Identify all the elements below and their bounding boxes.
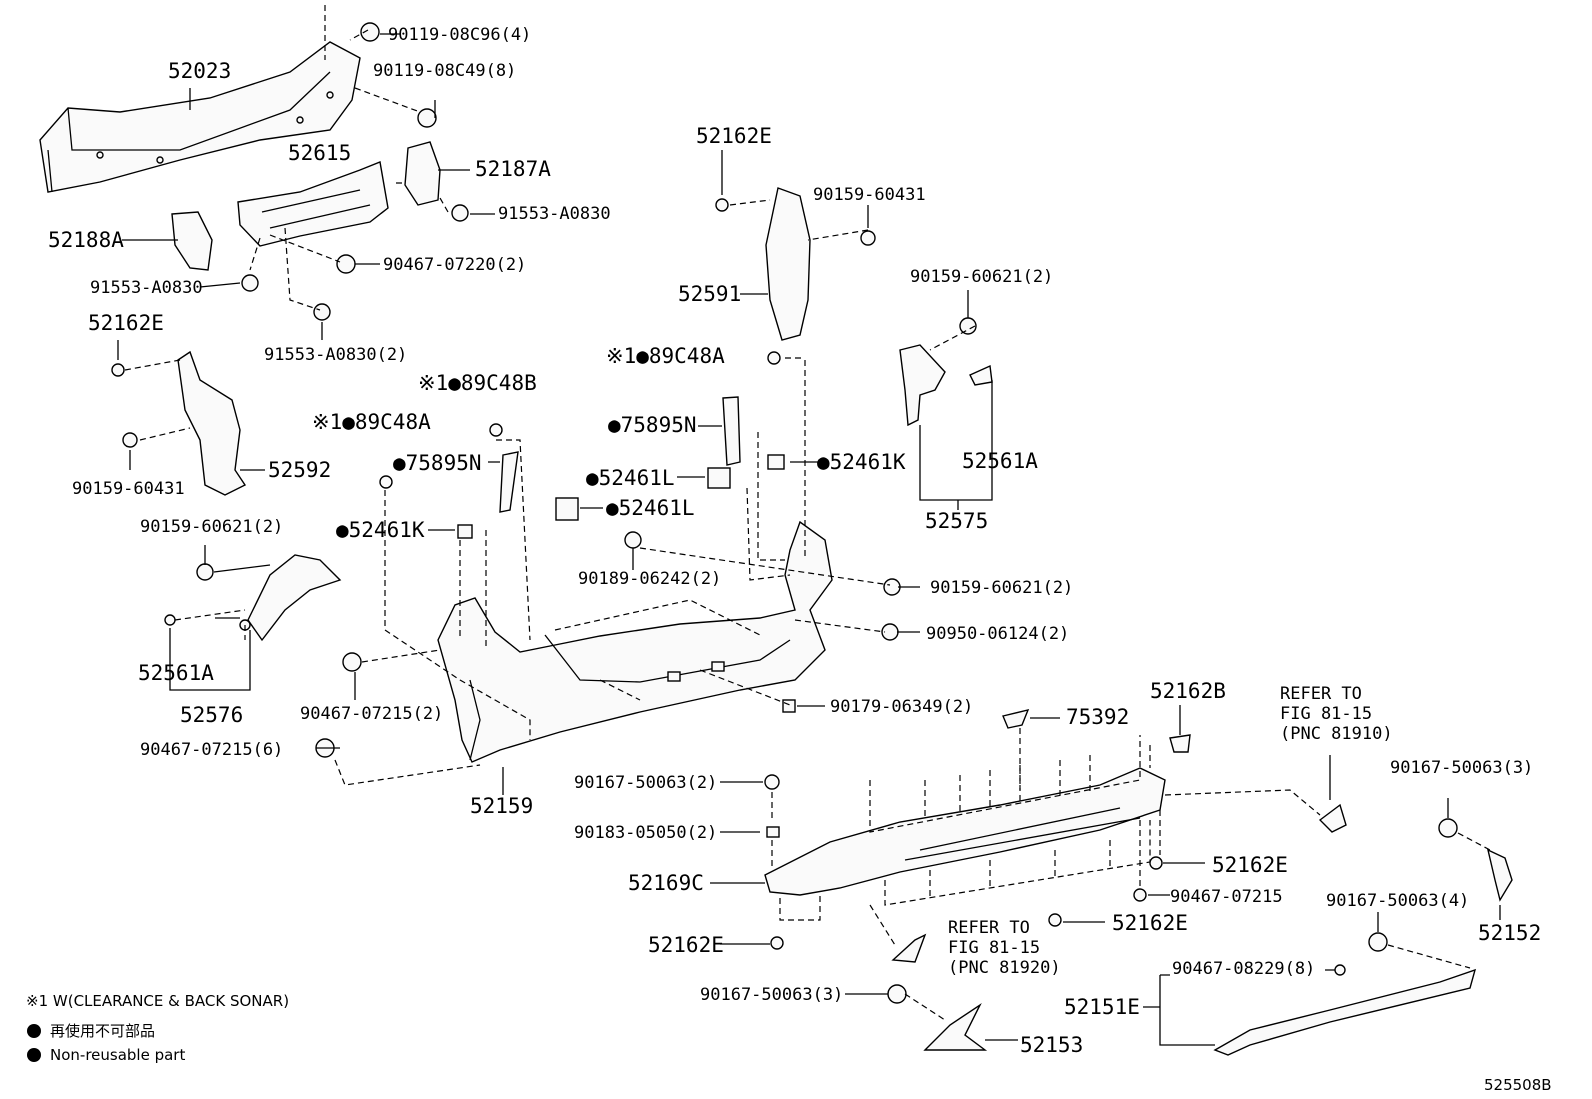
side-retainer-52591 [765,187,811,341]
label-refer-81920-line2: FIG 81-15 [948,938,1040,958]
pad-52461l-top [707,467,731,489]
label-90467-07215-right: 90467-07215 [1170,887,1283,907]
pad-52461k-left [457,524,473,539]
legend-bullet-jp [27,1024,41,1038]
label-91553-a0830-right: 91553-A0830 [498,204,611,224]
label-refer-81920-line3: (PNC 81920) [948,958,1061,978]
label-52591: 52591 [678,282,741,306]
label-52162e-top-left: 52162E [88,311,164,335]
label-90167-50063-3-right: 90167-50063(3) [1390,758,1533,778]
label-52162b: 52162B [1150,679,1226,703]
label-52615: 52615 [288,141,351,165]
label-75392: 75392 [1066,705,1129,729]
label-52152: 52152 [1478,921,1541,945]
label-91553-a0830-left: 91553-A0830 [90,278,203,298]
label-52461l-top: ●52461L [586,466,675,490]
label-90159-60621-mid: 90159-60621(2) [930,578,1073,598]
label-89c48a-right: ※1●89C48A [606,344,725,368]
bracket-52575 [899,344,946,427]
moulding-52152 [1486,848,1513,902]
label-91553-a0830-2: 91553-A0830(2) [264,345,407,365]
rear-bumper-reinforcement [39,41,361,193]
clip-75392 [1002,709,1030,729]
label-52561a-left: 52561A [138,661,214,685]
moulding-52151e [1213,968,1477,1056]
label-52461k-left: ●52461K [336,518,425,542]
tape-75895n-left [499,451,519,513]
label-52159: 52159 [470,794,533,818]
label-90167-50063-2: 90167-50063(2) [574,773,717,793]
label-52153: 52153 [1020,1033,1083,1057]
fasteners [111,22,1458,1004]
label-90467-07215-2: 90467-07215(2) [300,704,443,724]
label-90467-07220: 90467-07220(2) [383,255,526,275]
label-90159-60621-right: 90159-60621(2) [910,267,1053,287]
reflector-ref-81910 [1318,803,1347,833]
label-52162e-top: 52162E [696,124,772,148]
label-90159-60621-left: 90159-60621(2) [140,517,283,537]
leader-lines [117,5,1501,1046]
label-52575: 52575 [925,509,988,533]
footnote-clearance-sonar: ※1 W(CLEARANCE & BACK SONAR) [26,992,289,1010]
label-90119-08c96: 90119-08C96(4) [388,25,531,45]
label-89c48a-left: ※1●89C48A [312,410,431,434]
label-90183-05050: 90183-05050(2) [574,823,717,843]
bracket-52576 [247,554,342,642]
bracket-52188a [171,211,213,271]
label-refer-81910-line2: FIG 81-15 [1280,704,1372,724]
label-89c48b: ※1●89C48B [418,371,537,395]
label-52151e: 52151E [1064,995,1140,1019]
rear-bumper-cover [437,520,833,763]
bracket-52187a [404,141,441,206]
label-52162e-right-2: 52162E [1112,911,1188,935]
label-52461l-mid: ●52461L [606,496,695,520]
label-75895n-left: ●75895N [393,451,482,475]
reflector-ref-81920 [891,933,927,963]
tape-75895n-right [722,396,741,466]
label-90189-06242: 90189-06242(2) [578,569,721,589]
label-52169c: 52169C [628,871,704,895]
label-refer-81910-line3: (PNC 81910) [1280,724,1393,744]
moulding-52153 [923,1002,988,1051]
clip-52561a-right [969,364,993,386]
label-52162e-lower: 52162E [648,933,724,957]
label-52592: 52592 [268,458,331,482]
energy-absorber [237,161,389,247]
label-75895n-right: ●75895N [608,413,697,437]
label-90467-07215-6: 90467-07215(6) [140,740,283,760]
label-52561a-right: 52561A [962,449,1038,473]
diagram-id: 525508B [1484,1076,1552,1094]
label-52461k-right: ●52461K [817,450,906,474]
label-52023: 52023 [168,59,231,83]
label-52187a: 52187A [475,157,551,181]
label-52188a: 52188A [48,228,124,252]
pad-52461l-mid [555,497,579,521]
label-90159-60431-left: 90159-60431 [72,479,185,499]
label-90119-08c49: 90119-08C49(8) [373,61,516,81]
label-90167-50063-3-bottom: 90167-50063(3) [700,985,843,1005]
label-90950-06124: 90950-06124(2) [926,624,1069,644]
label-90159-60431-right: 90159-60431 [813,185,926,205]
side-retainer-52592 [177,350,247,496]
label-refer-81920-line1: REFER TO [948,918,1030,938]
label-90179-06349: 90179-06349(2) [830,697,973,717]
legend-bullet-en [27,1048,41,1062]
label-refer-81910-line1: REFER TO [1280,684,1362,704]
legend-non-reusable-jp: 再使用不可部品 [50,1022,155,1040]
label-90467-08229: 90467-08229(8) [1172,959,1315,979]
legend-non-reusable-en: Non-reusable part [50,1046,185,1064]
label-52576: 52576 [180,703,243,727]
label-52162e-right-1: 52162E [1212,853,1288,877]
label-90167-50063-4: 90167-50063(4) [1326,891,1469,911]
clip-52162b [1169,734,1191,753]
pad-52461k-right [767,454,785,470]
